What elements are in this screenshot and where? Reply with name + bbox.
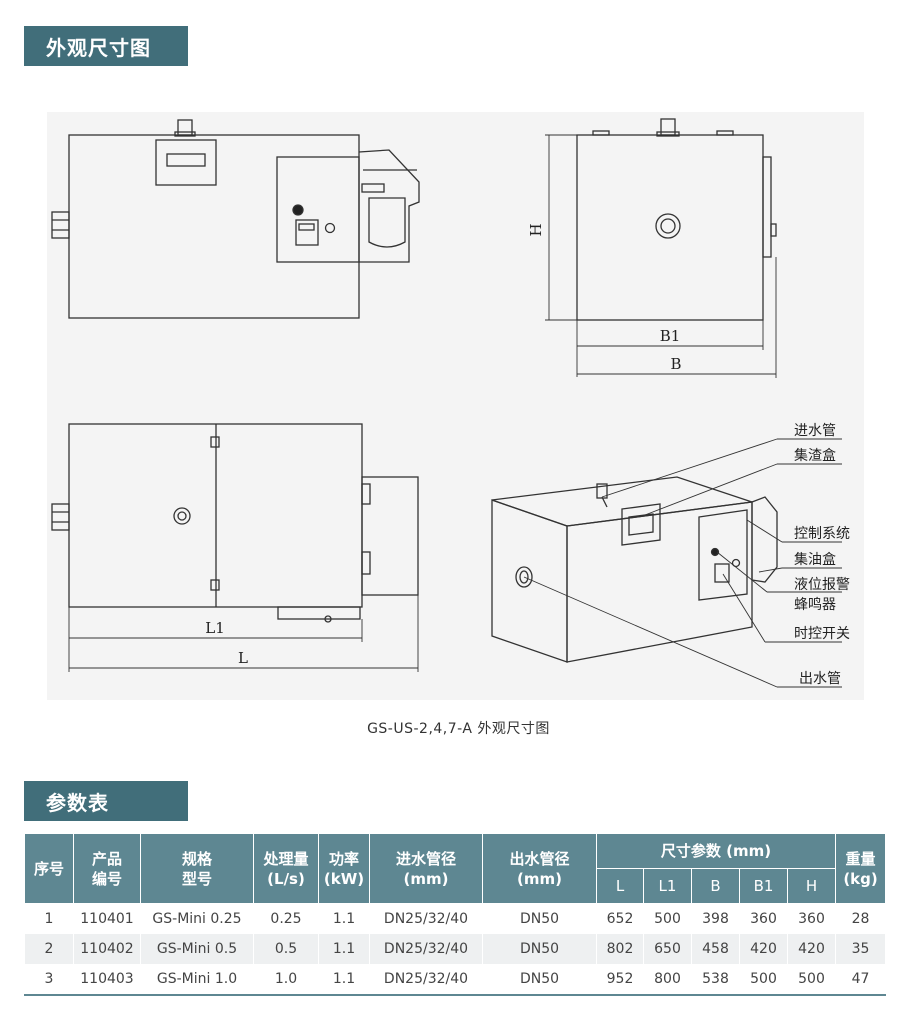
drawing-caption: GS-US-2,4,7-A 外观尺寸图 — [367, 721, 550, 737]
cell-b1: 500 — [739, 964, 788, 996]
parameter-table: 序号 产品编号 规格型号 处理量(L/s) 功率(kW) 进水管径(mm) 出水… — [24, 833, 887, 996]
cell-b1: 360 — [739, 903, 788, 934]
cell-code: 110402 — [73, 934, 141, 964]
header-inlet: 进水管径(mm) — [369, 833, 483, 904]
header-power: 功率(kW) — [318, 833, 370, 904]
isometric-view — [491, 476, 778, 663]
dim-label-b1: B1 — [660, 327, 681, 345]
cell-h: 420 — [786, 934, 837, 964]
section-title-text: 参数表 — [46, 790, 109, 815]
table-row: 2 110402 GS-Mini 0.5 0.5 1.1 DN25/32/40 … — [24, 934, 887, 964]
callout-oil-box: 集油盒 — [794, 551, 836, 568]
table-header-row: 序号 产品编号 规格型号 处理量(L/s) 功率(kW) 进水管径(mm) 出水… — [24, 833, 887, 904]
table-row: 1 110401 GS-Mini 0.25 0.25 1.1 DN25/32/4… — [24, 903, 887, 934]
cell-l1: 650 — [643, 934, 692, 964]
dim-label-h: H — [527, 223, 545, 236]
cell-inlet: DN25/32/40 — [369, 934, 483, 964]
callout-level-alarm: 液位报警 — [794, 577, 850, 593]
cell-l: 652 — [596, 903, 644, 934]
cell-weight: 47 — [835, 964, 887, 996]
cell-flow: 1.0 — [253, 964, 319, 996]
callout-control-system: 控制系统 — [794, 526, 850, 542]
header-outlet: 出水管径(mm) — [482, 833, 597, 904]
cell-flow: 0.25 — [253, 903, 319, 934]
table-row: 3 110403 GS-Mini 1.0 1.0 1.1 DN25/32/40 … — [24, 964, 887, 996]
cell-flow: 0.5 — [253, 934, 319, 964]
cell-outlet: DN50 — [482, 903, 597, 934]
cell-model: GS-Mini 0.5 — [140, 934, 254, 964]
cell-l1: 500 — [643, 903, 692, 934]
cell-weight: 35 — [835, 934, 887, 964]
cell-seq: 2 — [24, 934, 74, 964]
header-model: 规格型号 — [140, 833, 254, 904]
header-weight: 重量(kg) — [835, 833, 887, 904]
callout-outlet-pipe: 出水管 — [799, 671, 841, 687]
cell-b: 398 — [691, 903, 740, 934]
dim-label-b: B — [670, 355, 681, 373]
cell-code: 110403 — [73, 964, 141, 996]
cell-outlet: DN50 — [482, 934, 597, 964]
section-title-text: 外观尺寸图 — [46, 35, 151, 60]
cell-model: GS-Mini 0.25 — [140, 903, 254, 934]
cell-inlet: DN25/32/40 — [369, 964, 483, 996]
header-size: 尺寸参数 (mm) — [595, 833, 837, 869]
callout-buzzer: 蜂鸣器 — [794, 596, 836, 613]
technical-drawing: H B1 B L1 L 进水管 集渣盒 控制系统 集油盒 液位报警 蜂鸣器 时控… — [51, 118, 850, 688]
section-title-dimensions: 外观尺寸图 — [24, 26, 188, 66]
cell-code: 110401 — [73, 903, 141, 934]
cell-model: GS-Mini 1.0 — [140, 964, 254, 996]
front-view — [51, 119, 420, 319]
cell-power: 1.1 — [318, 964, 370, 996]
cell-l: 952 — [596, 964, 644, 996]
callout-leaders — [523, 438, 842, 688]
cell-l: 802 — [596, 934, 644, 964]
header-flow: 处理量(L/s) — [253, 833, 319, 904]
cell-seq: 3 — [24, 964, 74, 996]
cell-weight: 28 — [835, 903, 887, 934]
cell-inlet: DN25/32/40 — [369, 903, 483, 934]
side-view — [545, 118, 777, 378]
dimension-drawing: H B1 B L1 L 进水管 集渣盒 控制系统 集油盒 液位报警 蜂鸣器 时控… — [47, 112, 864, 700]
dim-label-l: L — [238, 649, 248, 667]
cell-l1: 800 — [643, 964, 692, 996]
header-size-b: B — [691, 868, 740, 904]
callout-residue-box: 集渣盒 — [794, 447, 836, 464]
dim-label-l1: L1 — [205, 619, 225, 637]
cell-power: 1.1 — [318, 903, 370, 934]
callout-timer-switch: 时控开关 — [794, 626, 850, 642]
table-subheader-row: L L1 B B1 H — [25, 868, 886, 904]
cell-outlet: DN50 — [482, 964, 597, 996]
section-title-parameters: 参数表 — [24, 781, 188, 821]
top-view — [51, 423, 419, 672]
header-seq: 序号 — [24, 833, 74, 904]
header-size-b1: B1 — [739, 868, 788, 904]
cell-h: 500 — [786, 964, 837, 996]
cell-power: 1.1 — [318, 934, 370, 964]
cell-b1: 420 — [739, 934, 788, 964]
cell-h: 360 — [786, 903, 837, 934]
callout-inlet-pipe: 进水管 — [794, 423, 836, 439]
cell-b: 538 — [691, 964, 740, 996]
cell-seq: 1 — [24, 903, 74, 934]
cell-b: 458 — [691, 934, 740, 964]
header-code: 产品编号 — [73, 833, 141, 904]
header-size-l1: L1 — [643, 868, 692, 904]
header-size-l: L — [596, 868, 644, 904]
header-size-h: H — [786, 868, 837, 904]
